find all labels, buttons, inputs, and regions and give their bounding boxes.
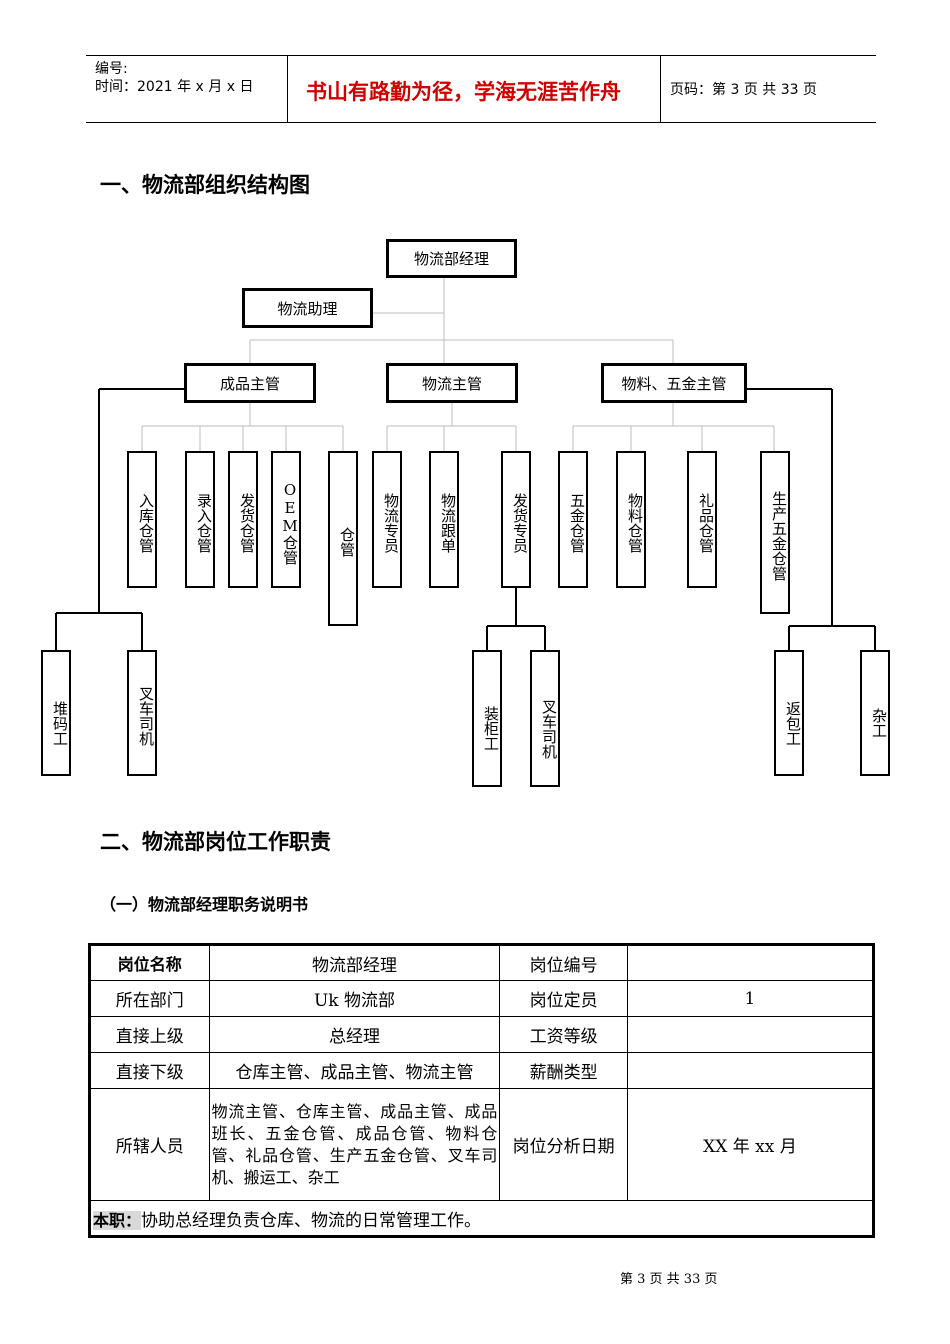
- org-box-repacker: 返包工: [774, 650, 804, 776]
- page-footer: 第 3 页 共 33 页: [620, 1272, 718, 1287]
- org-box-logistics-supervisor: 物流主管: [386, 363, 518, 403]
- table-row: 岗位名称 物流部经理 岗位编号: [89, 944, 875, 981]
- org-box-manager: 物流部经理: [386, 239, 517, 278]
- header-page-info: 页码：第 3 页 共 33 页: [670, 82, 817, 98]
- table-value: [626, 1052, 875, 1089]
- duty-label: 本职：: [93, 1210, 142, 1230]
- org-box-forklift-driver-1: 叉车司机: [127, 650, 157, 776]
- org-box-logistics-follow-up: 物流跟单: [429, 451, 459, 588]
- org-box-materials-warehouse-keeper: 物料仓管: [616, 451, 646, 588]
- org-box-shipping-specialist: 发货专员: [501, 451, 531, 588]
- table-row: 本职：协助总经理负责仓库、物流的日常管理工作。: [89, 1200, 874, 1237]
- table-value: Uk 物流部: [208, 980, 501, 1017]
- section-1-title: 一、物流部组织结构图: [100, 173, 310, 197]
- table-value: 物流部经理: [208, 944, 501, 981]
- table-label: 岗位定员: [499, 980, 628, 1017]
- table-row: 所在部门 Uk 物流部 岗位定员 1: [89, 980, 875, 1017]
- org-box-logistics-specialist: 物流专员: [372, 451, 402, 588]
- table-row: 直接下级 仓库主管、成品主管、物流主管 薪酬类型: [89, 1052, 875, 1089]
- table-label: 岗位分析日期: [499, 1088, 628, 1201]
- table-value: 物流主管、仓库主管、成品主管、成品班长、五金仓管、成品仓管、物料仓管、礼品仓管、…: [208, 1088, 501, 1201]
- header-motto: 书山有路勤为径，学海无涯苦作舟: [306, 80, 621, 104]
- org-box-materials-hardware-supervisor: 物料、五金主管: [601, 363, 747, 403]
- org-box-gift-warehouse-keeper: 礼品仓管: [687, 451, 717, 588]
- table-value: [626, 1016, 875, 1053]
- table-label: 直接上级: [89, 1016, 210, 1053]
- org-box-stacker: 堆码工: [41, 650, 71, 776]
- table-label: 岗位编号: [499, 944, 628, 981]
- table-value: 总经理: [208, 1016, 501, 1053]
- table-value: 1: [626, 980, 875, 1017]
- document-number-label: 编号:: [95, 61, 128, 77]
- org-box-finished-goods-supervisor: 成品主管: [184, 363, 316, 403]
- org-box-entry-warehouse-keeper: 录入仓管: [185, 451, 215, 588]
- org-box-production-hardware-warehouse-keeper: 生产五金仓管: [760, 451, 790, 614]
- org-box-assistant: 物流助理: [242, 288, 373, 328]
- table-value: 仓库主管、成品主管、物流主管: [208, 1052, 501, 1089]
- duty-text: 协助总经理负责仓库、物流的日常管理工作。: [141, 1210, 482, 1231]
- header-divider-left: [287, 55, 288, 122]
- org-box-warehouse-keeper: 仓管: [328, 451, 358, 626]
- org-chart-connectors: [55, 277, 876, 650]
- table-label: 工资等级: [499, 1016, 628, 1053]
- table-label: 岗位名称: [89, 944, 210, 981]
- table-label: 薪酬类型: [499, 1052, 628, 1089]
- org-box-shipping-warehouse-keeper: 发货仓管: [228, 451, 258, 588]
- table-label: 所辖人员: [89, 1088, 210, 1201]
- org-box-inbound-warehouse-keeper: 入库仓管: [127, 451, 157, 588]
- table-label: 直接下级: [89, 1052, 210, 1089]
- header-divider-right: [660, 55, 661, 122]
- org-box-handyman: 杂工: [860, 650, 890, 776]
- duty-cell: 本职：协助总经理负责仓库、物流的日常管理工作。: [89, 1200, 874, 1237]
- section-2-subtitle: （一）物流部经理职务说明书: [100, 895, 309, 914]
- org-box-oem-warehouse-keeper: OEM仓管: [271, 451, 301, 588]
- org-box-container-loader: 装柜工: [472, 650, 502, 787]
- header-top-rule: [86, 55, 876, 56]
- org-box-forklift-driver-2: 叉车司机: [530, 650, 560, 787]
- job-description-table: 岗位名称 物流部经理 岗位编号 所在部门 Uk 物流部 岗位定员 1 直接上级 …: [88, 943, 875, 1238]
- table-row: 所辖人员 物流主管、仓库主管、成品主管、成品班长、五金仓管、成品仓管、物料仓管、…: [89, 1088, 875, 1201]
- table-value: XX 年 xx 月: [626, 1088, 875, 1201]
- org-box-hardware-warehouse-keeper: 五金仓管: [558, 451, 588, 588]
- document-date: 时间：2021 年 x 月 x 日: [95, 79, 254, 95]
- table-label: 所在部门: [89, 980, 210, 1017]
- header-bottom-rule: [86, 122, 876, 123]
- table-value: [626, 944, 875, 981]
- table-row: 直接上级 总经理 工资等级: [89, 1016, 875, 1053]
- section-2-title: 二、物流部岗位工作职责: [100, 830, 331, 854]
